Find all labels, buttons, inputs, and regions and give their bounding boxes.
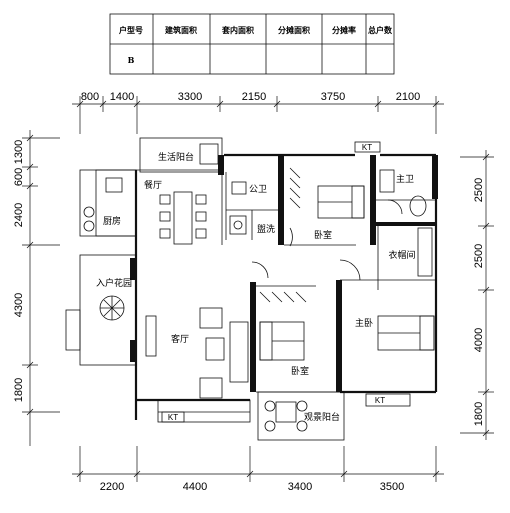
room-label-view-balcony: 观景阳台 [304, 411, 340, 423]
table-header-shared-area: 分摊面积 [278, 25, 310, 35]
dim-left-5: 1800 [13, 378, 25, 402]
dim-top-4: 2150 [242, 91, 266, 103]
room-label-public-bath: 公卫 [249, 184, 267, 195]
furniture [83, 143, 435, 432]
table-header-gross-area: 建筑面积 [164, 25, 197, 35]
dim-left-3: 2400 [13, 203, 25, 227]
room-label-kitchen: 厨房 [103, 215, 121, 227]
table-header-total-units: 总户数 [368, 25, 393, 35]
room-label-living: 客厅 [171, 333, 189, 345]
dim-top-5: 3750 [321, 91, 345, 103]
walls [65, 137, 438, 441]
dim-right-3: 4000 [473, 328, 485, 352]
unit-info-table: 户型号 建筑面积 套内面积 分摊面积 分摊率 总户数 B [109, 13, 395, 75]
dim-right-1: 2500 [473, 178, 485, 202]
table-header-unit: 户型号 [119, 25, 143, 35]
room-label-closet: 衣帽间 [388, 249, 415, 261]
dim-bottom-2: 4400 [183, 481, 207, 493]
left-dimensions: 1300 600 2400 4300 1800 [13, 130, 60, 446]
room-label-master-bath: 主卫 [396, 173, 414, 185]
room-label-entry-garden: 入户花园 [96, 277, 132, 289]
room-label-bedroom-b: 卧室 [291, 365, 309, 377]
ac-units: KT KT KT [161, 141, 411, 423]
kt-label-living: KT [168, 413, 178, 422]
table-header-shared-rate: 分摊率 [332, 25, 356, 35]
bottom-dimensions: 2200 4400 3400 3500 [72, 446, 444, 493]
top-dimensions: 800 1400 3300 2150 3750 2100 [72, 91, 444, 134]
kt-label-master: KT [375, 396, 385, 405]
room-label-bedroom-a: 卧室 [314, 229, 332, 241]
dim-top-3: 3300 [178, 91, 202, 103]
room-labels: 生活阳台 餐厅 厨房 公卫 盥洗 卧室 主卫 衣帽间 入户花园 客厅 主卧 卧室… [96, 151, 416, 423]
room-label-life-balcony: 生活阳台 [158, 151, 194, 163]
table-cell-unit: B [128, 55, 135, 65]
dim-right-4: 1800 [473, 402, 485, 426]
dim-top-1: 800 [81, 91, 99, 103]
room-label-wash: 盥洗 [257, 223, 275, 235]
dim-left-2: 600 [13, 168, 25, 186]
table-header-net-area: 套内面积 [221, 25, 254, 35]
dim-bottom-3: 3400 [288, 481, 312, 493]
dim-bottom-4: 3500 [380, 481, 404, 493]
dim-left-1: 1300 [13, 140, 25, 164]
dim-left-4: 4300 [13, 293, 25, 317]
room-label-master-bedroom: 主卧 [355, 317, 373, 329]
dim-bottom-1: 2200 [100, 481, 124, 493]
dim-top-2: 1400 [110, 91, 134, 103]
dim-top-6: 2100 [396, 91, 420, 103]
kt-label-top: KT [362, 143, 372, 152]
right-dimensions: 2500 2500 4000 1800 [460, 150, 494, 440]
dim-right-2: 2500 [473, 244, 485, 268]
room-label-dining: 餐厅 [144, 179, 162, 191]
